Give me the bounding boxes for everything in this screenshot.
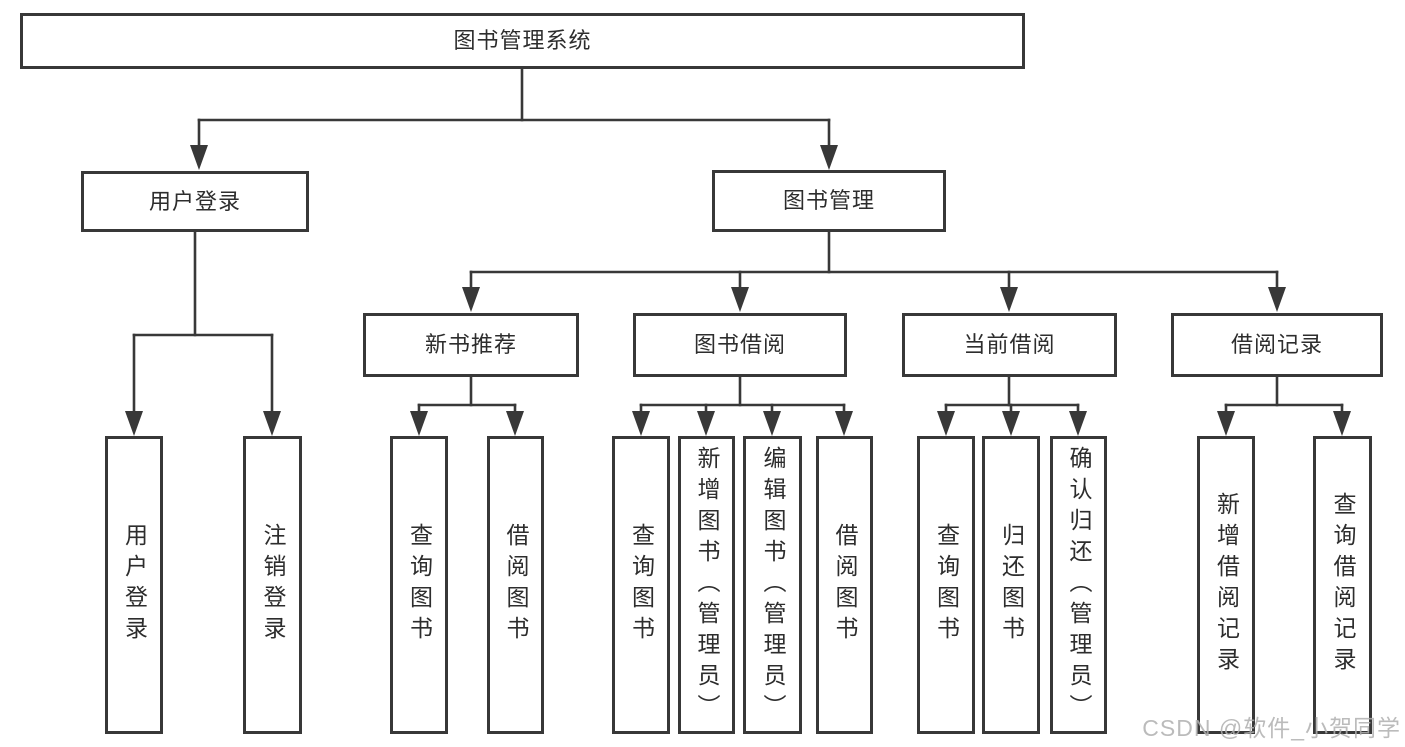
leaf-borrow-book: 借阅图书 (816, 436, 873, 734)
node-label: 当前借阅 (963, 332, 1056, 357)
node-book-management-module: 图书管理 (712, 170, 946, 232)
node-label: 归还图书 (998, 523, 1025, 647)
leaf-add-book-admin: 新增图书（管理员） (678, 436, 735, 734)
node-label: 借阅图书 (832, 523, 858, 647)
leaf-recommend-borrow-book: 借阅图书 (487, 436, 544, 734)
node-label: 查询借阅记录 (1330, 492, 1356, 678)
leaf-user-login: 用户登录 (105, 436, 163, 734)
leaf-add-borrow-record: 新增借阅记录 (1197, 436, 1255, 734)
node-label: 注销登录 (260, 523, 286, 647)
node-label: 图书借阅 (693, 332, 786, 357)
node-label: 查询图书 (933, 523, 960, 647)
node-label: 用户登录 (148, 188, 241, 214)
node-label: 借阅记录 (1230, 332, 1323, 357)
node-root-library-system: 图书管理系统 (20, 13, 1025, 69)
node-label: 图书管理系统 (453, 28, 592, 53)
node-label: 确认归还（管理员） (1066, 445, 1092, 725)
csdn-watermark: CSDN @软件_小贺同学 (1142, 715, 1401, 741)
leaf-return-book: 归还图书 (982, 436, 1040, 734)
node-label: 用户登录 (121, 523, 148, 647)
node-label: 查询图书 (406, 523, 433, 647)
node-user-login-module: 用户登录 (81, 171, 309, 232)
leaf-query-borrow-record: 查询借阅记录 (1313, 436, 1372, 734)
leaf-logout: 注销登录 (243, 436, 302, 734)
node-label: 查询图书 (628, 523, 655, 647)
leaf-borrowing-query-books: 查询图书 (612, 436, 670, 734)
leaf-current-query-books: 查询图书 (917, 436, 975, 734)
node-new-book-recommend: 新书推荐 (363, 313, 579, 377)
node-label: 编辑图书（管理员） (760, 445, 786, 725)
node-label: 新书推荐 (424, 332, 517, 357)
node-label: 新增图书（管理员） (694, 445, 720, 725)
node-label: 新增借阅记录 (1213, 492, 1240, 678)
node-label: 借阅图书 (503, 523, 529, 647)
node-current-borrowing: 当前借阅 (902, 313, 1117, 377)
leaf-edit-book-admin: 编辑图书（管理员） (743, 436, 802, 734)
node-borrowing-records: 借阅记录 (1171, 313, 1383, 377)
leaf-recommend-query-books: 查询图书 (390, 436, 448, 734)
leaf-confirm-return-admin: 确认归还（管理员） (1050, 436, 1107, 734)
node-label: 图书管理 (782, 188, 875, 213)
node-book-borrowing: 图书借阅 (633, 313, 847, 377)
